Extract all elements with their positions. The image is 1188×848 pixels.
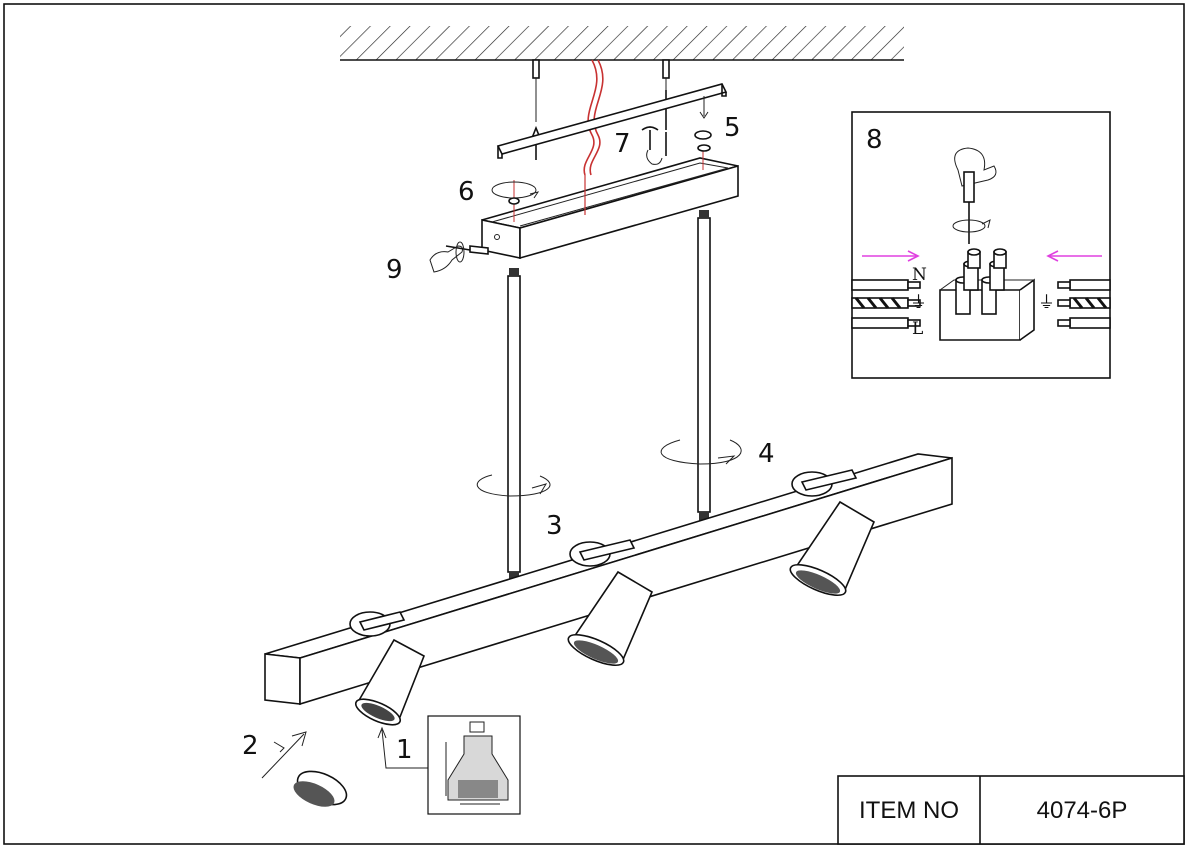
earth-symbol-left: ⏚ <box>910 293 927 313</box>
ceiling-canopy <box>481 150 739 260</box>
step-label-9: 9 <box>386 255 403 285</box>
item-no-label: ITEM NO <box>859 797 959 824</box>
left-wires <box>851 279 921 329</box>
step-label-4: 4 <box>758 439 775 469</box>
mounting-bracket <box>496 83 728 159</box>
screwdriver-icon <box>952 147 997 244</box>
neutral-label: N <box>912 265 927 285</box>
suspension-rod-right <box>697 210 711 522</box>
live-label: L <box>912 319 923 339</box>
step7-screwdriver-icon <box>641 126 667 165</box>
step3-rotate-icon <box>476 474 551 497</box>
supply-cable <box>583 59 604 176</box>
step5-nut <box>694 96 712 152</box>
step-label-2: 2 <box>242 731 259 761</box>
spotlight-3 <box>789 469 876 597</box>
insert-arrow-left <box>862 250 920 262</box>
step6-rotate-icon <box>491 181 540 205</box>
wiring-inset: 8 <box>851 111 1111 379</box>
insert-arrow-right <box>1046 250 1102 262</box>
terminal-block <box>939 248 1035 341</box>
step-label-5: 5 <box>724 113 741 143</box>
wall-plug-right <box>662 59 670 130</box>
step4-rotate-icon <box>660 439 742 465</box>
step2-ring <box>261 731 348 807</box>
right-wires <box>1057 279 1111 329</box>
step1-leader <box>377 726 428 769</box>
ceiling <box>340 26 904 61</box>
page-frame <box>3 3 1185 845</box>
step-label-7: 7 <box>614 129 631 159</box>
spotlight-1 <box>349 611 426 726</box>
item-no-value: 4074-6P <box>1037 797 1128 824</box>
spotlight-2 <box>567 539 654 667</box>
step-label-8: 8 <box>866 125 883 155</box>
suspension-rod-left <box>507 268 521 590</box>
title-block: ITEM NO 4074-6P <box>837 775 1185 845</box>
step-label-1: 1 <box>396 735 413 765</box>
earth-symbol-right: ⏚ <box>1038 293 1055 313</box>
step-label-6: 6 <box>458 177 475 207</box>
step-label-3: 3 <box>546 511 563 541</box>
step9-side-screw-icon <box>429 241 489 273</box>
bulb-detail-inset <box>427 715 521 815</box>
